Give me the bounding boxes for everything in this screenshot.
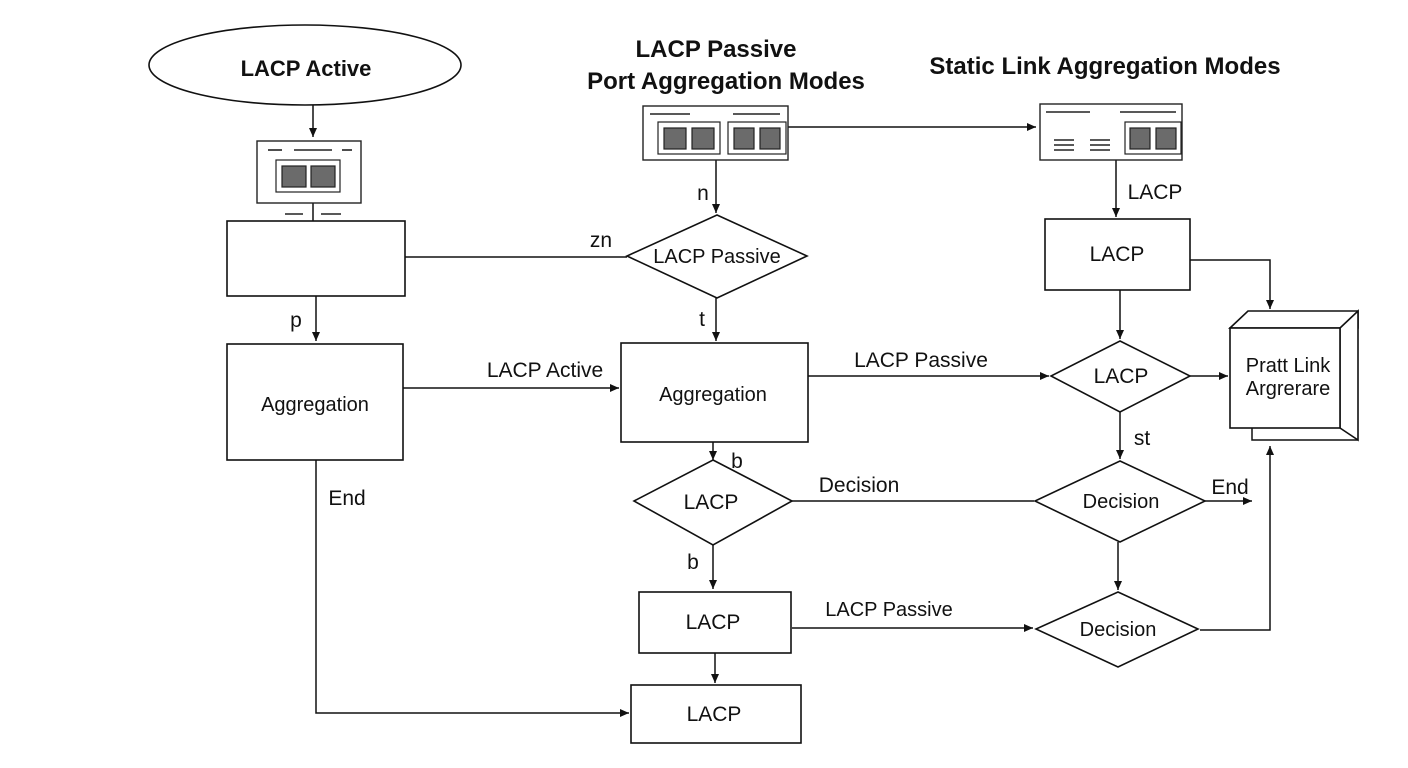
edge-label-lacp-passive: LACP Passive	[854, 349, 988, 372]
switch-icon	[642, 105, 789, 161]
lacp-passive-title: LACP Passive	[636, 36, 797, 63]
cube-label-line2: Argrerare	[1246, 378, 1330, 400]
lacp-passive-decision-label: LACP Passive	[653, 246, 780, 268]
edge-label-end: End	[328, 487, 365, 510]
edge-label-t: t	[699, 308, 705, 331]
edge-label-zn: zn	[590, 229, 612, 252]
edge-label-lacp: LACP	[1128, 181, 1183, 204]
empty-process-box	[226, 220, 406, 297]
edge-label-n: n	[697, 182, 709, 205]
edge-lacp-to-cube	[1190, 259, 1274, 309]
right-lacp-diamond-label: LACP	[1094, 365, 1149, 388]
cube-label-line1: Pratt Link	[1246, 355, 1331, 377]
decision-diamond	[1033, 460, 1207, 543]
center-aggregation-box	[620, 342, 809, 443]
edge-label-p: p	[290, 309, 302, 332]
center-aggregation-label: Aggregation	[659, 384, 767, 406]
edge-label-lacp-active: LACP Active	[487, 359, 603, 382]
bottom-lacp-box	[630, 684, 802, 744]
lacp-active-start-node	[148, 24, 462, 106]
left-aggregation-label: Aggregation	[261, 394, 369, 416]
edge-label-decision: Decision	[819, 474, 900, 497]
edge-aggregation-to-bottom-lacp	[315, 460, 629, 717]
decision-diamond	[1034, 591, 1200, 668]
switch-icon	[1039, 103, 1183, 161]
decision-label: Decision	[1083, 491, 1160, 513]
right-lacp-box	[1044, 218, 1191, 291]
edge-label-end: End	[1211, 476, 1248, 499]
decision-label: Decision	[1080, 619, 1157, 641]
cube-node	[1227, 309, 1359, 442]
right-lacp-diamond	[1049, 340, 1192, 413]
edge-decision-to-cube	[1200, 446, 1274, 631]
switch-icon	[256, 140, 362, 215]
lacp-active-title: LACP Active	[241, 56, 372, 81]
bottom-lacp-label: LACP	[687, 703, 742, 726]
edge-label-st: st	[1134, 427, 1151, 450]
right-lacp-label: LACP	[1090, 243, 1145, 266]
left-aggregation-box	[226, 343, 404, 461]
edge-labels: n zn t p LACP Active LACP Passive End b …	[290, 181, 1249, 621]
edge-label-b: b	[687, 551, 699, 574]
center-lacp-label: LACP	[686, 611, 741, 634]
center-lacp-box	[638, 591, 792, 654]
port-aggregation-modes-title: Port Aggregation Modes	[587, 68, 865, 95]
connectors	[309, 93, 1274, 717]
lacp-decision-diamond	[632, 459, 794, 546]
lacp-decision-label: LACP	[684, 491, 739, 514]
edge-label-b: b	[731, 450, 743, 473]
lacp-passive-decision-diamond	[625, 214, 809, 299]
edge-label-lacp-passive: LACP Passive	[825, 599, 952, 621]
static-link-aggregation-title: Static Link Aggregation Modes	[929, 53, 1280, 80]
